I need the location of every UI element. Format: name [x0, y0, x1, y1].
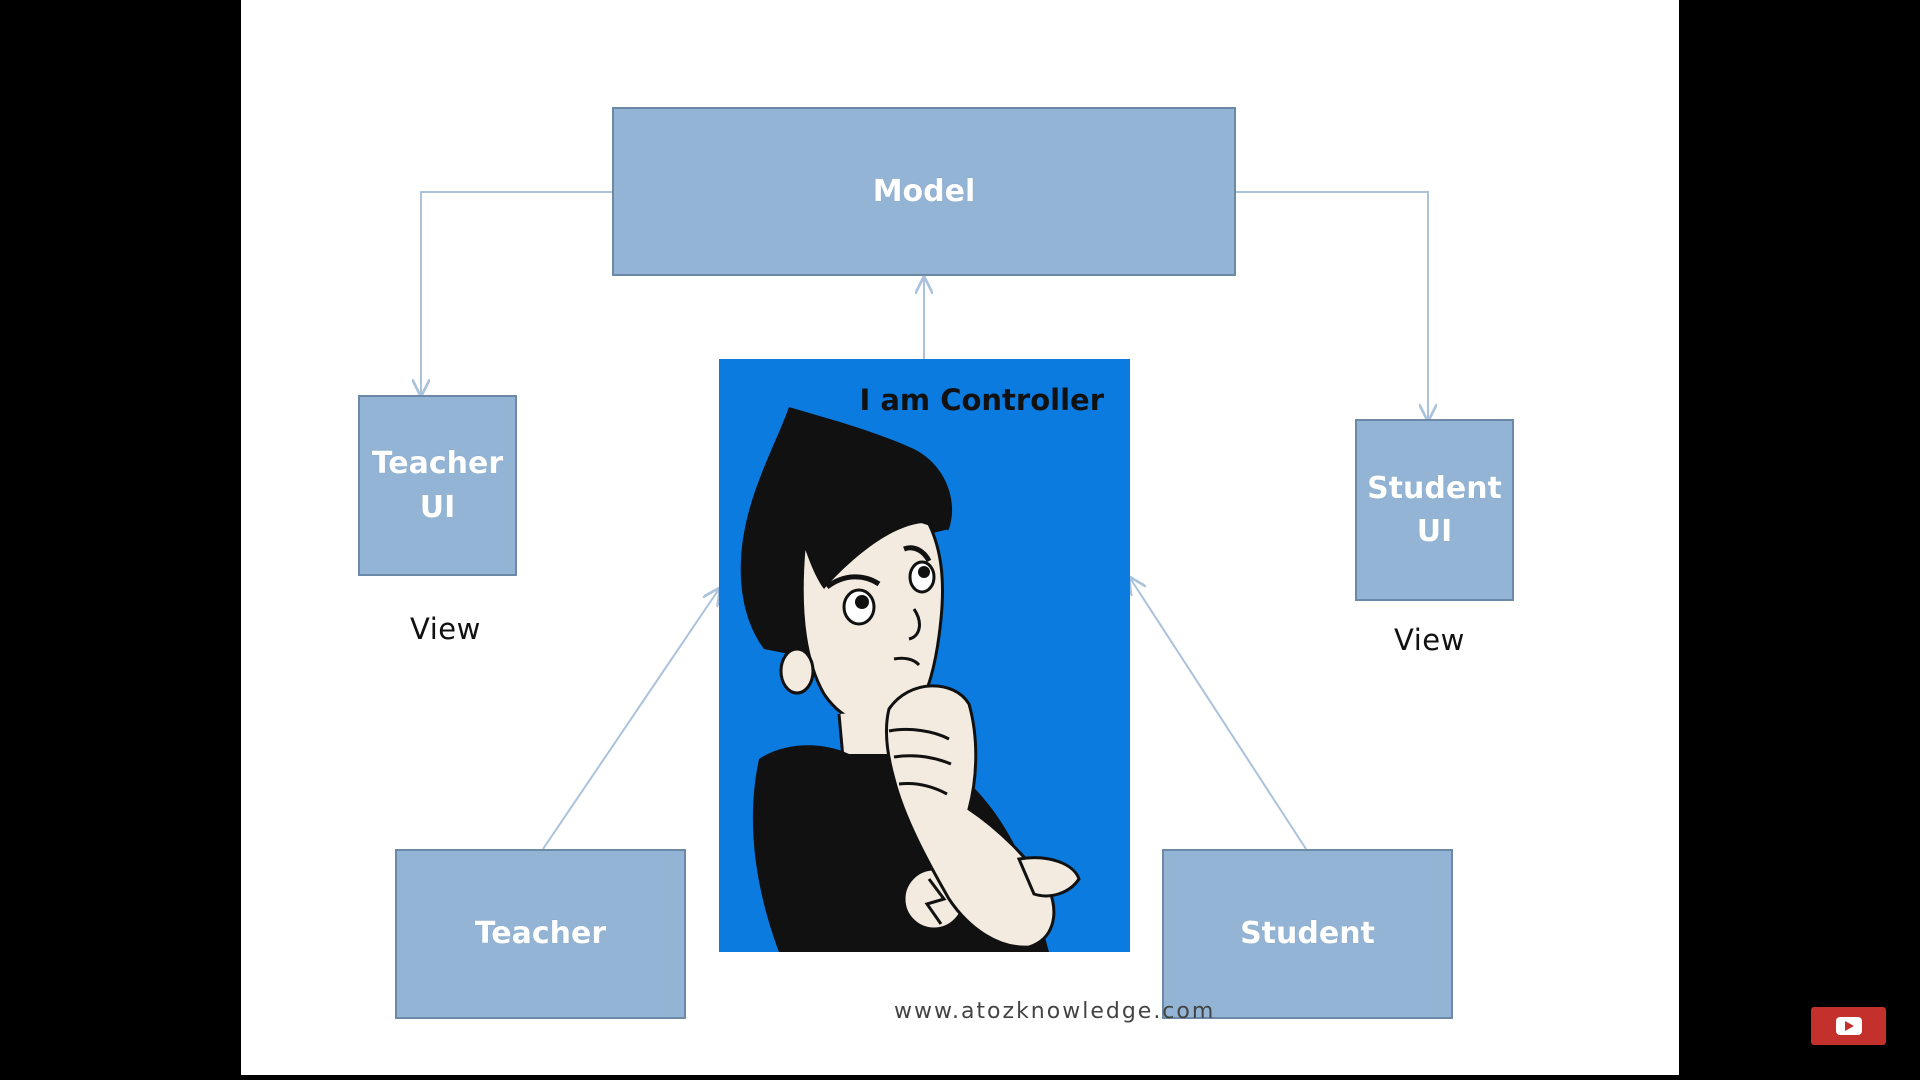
- view-label-left: View: [410, 612, 481, 646]
- student-label: Student: [1240, 916, 1375, 952]
- view-label-right: View: [1394, 623, 1465, 657]
- student-ui-label: Student UI: [1367, 470, 1502, 550]
- teacher-ui-label: Teacher UI: [371, 446, 504, 525]
- watermark-url: www.atozknowledge.com: [894, 999, 1216, 1024]
- teacher-to-controller-arrow: [542, 589, 719, 850]
- teacher-box: Teacher: [395, 849, 686, 1019]
- teacher-ui-box: Teacher UI: [358, 395, 517, 576]
- controller-panel: I am Controller: [719, 359, 1130, 952]
- youtube-icon: [1835, 1017, 1862, 1035]
- youtube-button[interactable]: [1811, 1007, 1886, 1045]
- thinking-boy-illustration: [740, 407, 1081, 952]
- controller-label: I am Controller: [859, 383, 1104, 417]
- student-box: Student: [1162, 849, 1453, 1019]
- model-to-student-ui-arrow: [1236, 191, 1428, 420]
- student-ui-box: Student UI: [1355, 419, 1514, 601]
- model-box: Model: [612, 107, 1236, 276]
- teacher-label: Teacher: [474, 916, 607, 952]
- model-to-teacher-ui-arrow: [421, 191, 612, 395]
- model-label: Model: [872, 173, 976, 209]
- student-to-controller-arrow: [1130, 578, 1307, 850]
